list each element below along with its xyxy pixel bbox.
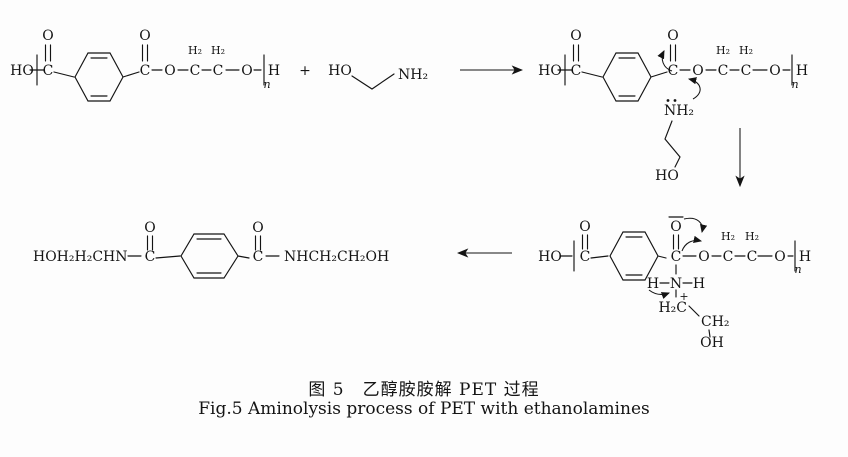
atom-h: H [799, 249, 811, 265]
atom-ho: HO [655, 168, 679, 184]
bonds [127, 233, 280, 279]
bonds [29, 44, 265, 102]
atom-h: H [647, 276, 659, 292]
atom-o: O [144, 220, 155, 236]
electron-push-arrow [657, 50, 673, 72]
atom-c: C [145, 249, 156, 265]
bonds [557, 44, 793, 168]
atom-n: N [670, 276, 682, 292]
atom-ho: HO [10, 63, 34, 79]
atom-o: O [570, 28, 581, 44]
repeat-n: n [794, 263, 801, 276]
lone-pair-dot [673, 99, 677, 102]
atom-o-negative: O [670, 219, 681, 235]
atom-h2c: H₂C [658, 300, 687, 316]
structure-ethanolamine: HO NH₂ [328, 63, 428, 90]
atom-o: O [692, 63, 703, 79]
structure-product: HOH₂H₂CHN C O C O NHCH₂CH₂OH [33, 220, 389, 279]
atom-ho: HO [328, 63, 352, 79]
label-h2: H₂ [211, 44, 225, 57]
label-h2: H₂ [721, 230, 735, 243]
electron-push-arrow [683, 217, 708, 234]
atom-ch2: CH₂ [701, 314, 730, 330]
atom-o: O [769, 63, 780, 79]
atom-nh2: NH₂ [664, 103, 694, 119]
repeat-n: n [791, 78, 798, 91]
atom-c: C [723, 249, 734, 265]
atom-c: C [668, 63, 679, 79]
atom-c: C [213, 63, 224, 79]
lone-pair-dot [666, 99, 670, 102]
structure-attack-intermediate: HO C O C O O C H₂ C H₂ O H n NH₂ HO [538, 28, 808, 184]
electron-push-arrow [687, 77, 701, 100]
atom-o: O [774, 249, 785, 265]
atom-o: O [667, 28, 678, 44]
label-h2: H₂ [716, 44, 730, 57]
electron-push-arrow [681, 235, 703, 252]
bonds [560, 216, 796, 338]
figure-caption-zh: 图 5 乙醇胺胺解 PET 过程 [308, 380, 540, 400]
atom-c: C [190, 63, 201, 79]
proton-transfer-arrow [648, 289, 670, 299]
atom-oh: OH [700, 335, 724, 351]
atom-c: C [571, 63, 582, 79]
atom-o: O [252, 220, 263, 236]
positive-charge: + [679, 290, 688, 303]
group-aminoethanol-right: NHCH₂CH₂OH [284, 249, 389, 265]
atom-h: H [693, 276, 705, 292]
atom-c: C [43, 63, 54, 79]
group-aminoethanol-left: HOH₂H₂CHN [33, 249, 128, 265]
atom-o: O [579, 219, 590, 235]
atom-ho: HO [538, 249, 562, 265]
atom-c: C [580, 249, 591, 265]
atom-c: C [253, 249, 264, 265]
atom-o: O [139, 28, 150, 44]
plus-operator: + [299, 63, 311, 79]
bonds [351, 73, 395, 90]
structure-pet: HO C O C O O C H₂ C H₂ O H n [10, 28, 280, 102]
label-h2: H₂ [739, 44, 753, 57]
label-h2: H₂ [745, 230, 759, 243]
atom-o: O [42, 28, 53, 44]
atom-c: C [718, 63, 729, 79]
atom-c: C [747, 249, 758, 265]
atom-c: C [671, 249, 682, 265]
atom-o: O [164, 63, 175, 79]
repeat-n: n [263, 78, 270, 91]
atom-c: C [140, 63, 151, 79]
atom-ho: HO [538, 63, 562, 79]
atom-c: C [741, 63, 752, 79]
structure-tetrahedral-intermediate: HO C O C O O C H₂ C H₂ O H n H N H + H₂C… [538, 216, 811, 351]
atom-o: O [241, 63, 252, 79]
atom-h: H [796, 63, 808, 79]
figure-caption-en: Fig.5 Aminolysis process of PET with eth… [198, 399, 650, 419]
atom-o: O [698, 249, 709, 265]
atom-h: H [268, 63, 280, 79]
atom-nh2: NH₂ [398, 67, 428, 83]
label-h2: H₂ [188, 44, 202, 57]
